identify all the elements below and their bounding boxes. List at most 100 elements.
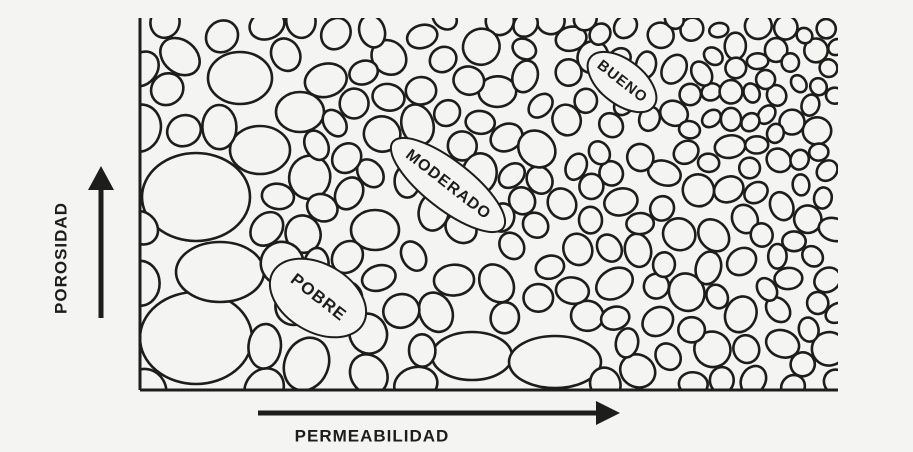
grain — [516, 129, 557, 169]
grain — [522, 282, 555, 314]
grain — [140, 50, 160, 88]
grain — [805, 290, 830, 316]
grain — [672, 139, 700, 166]
grain — [507, 185, 537, 216]
grain — [810, 330, 838, 367]
grain — [824, 86, 838, 106]
grain — [338, 87, 370, 120]
grain — [742, 82, 762, 104]
grain — [826, 37, 838, 57]
grain — [700, 108, 723, 129]
grain — [614, 327, 640, 359]
grain — [578, 172, 605, 201]
grain — [740, 111, 761, 133]
label-clearings — [268, 50, 658, 339]
grain — [489, 301, 521, 335]
grain — [778, 108, 806, 136]
grain — [658, 99, 690, 128]
grain — [371, 82, 406, 112]
grain — [749, 222, 774, 248]
grain — [755, 276, 779, 302]
grain — [797, 316, 820, 343]
grain — [737, 156, 762, 180]
grain — [572, 18, 598, 32]
grain — [773, 266, 804, 291]
grain — [743, 180, 769, 205]
grain — [573, 87, 599, 115]
grain — [140, 151, 252, 243]
grain — [554, 58, 583, 87]
grain — [206, 50, 274, 106]
grain — [330, 141, 363, 175]
grain — [274, 90, 326, 134]
grain — [677, 119, 702, 140]
grain — [723, 31, 748, 61]
grain — [815, 18, 838, 40]
grain — [564, 152, 589, 182]
grain — [140, 290, 254, 386]
grain — [807, 142, 830, 162]
grain — [551, 103, 583, 137]
grain — [764, 328, 801, 359]
y-axis-label: POROSIDAD — [51, 202, 70, 314]
grain — [765, 122, 786, 145]
grain — [149, 72, 185, 107]
grain — [174, 240, 266, 304]
grain — [663, 18, 686, 31]
grain — [461, 27, 501, 67]
grain — [204, 19, 240, 54]
grain — [705, 283, 730, 310]
grain — [587, 140, 612, 166]
grain — [497, 162, 526, 190]
grain — [464, 109, 497, 136]
grain — [554, 276, 591, 306]
grain — [654, 342, 683, 372]
grain — [678, 82, 703, 107]
grain — [319, 18, 352, 51]
grain — [763, 36, 789, 64]
grain — [321, 108, 348, 138]
grain — [512, 18, 540, 39]
grain — [392, 365, 439, 390]
grain — [661, 217, 697, 252]
grain — [718, 78, 744, 105]
grain — [766, 242, 788, 270]
grain — [507, 334, 603, 390]
grain — [228, 124, 292, 176]
grain — [599, 305, 631, 331]
grain — [521, 211, 550, 239]
grain — [812, 186, 834, 210]
grain — [159, 36, 201, 77]
grain — [824, 301, 838, 325]
grain — [554, 25, 588, 53]
grain — [595, 233, 624, 263]
grain — [432, 263, 476, 297]
grain — [165, 113, 203, 148]
grain — [360, 263, 397, 293]
grain — [357, 18, 387, 49]
grain — [707, 21, 730, 39]
grain — [417, 291, 455, 334]
grain — [745, 51, 770, 71]
grain — [822, 368, 838, 390]
grain — [813, 266, 838, 294]
grain — [801, 244, 825, 268]
up-arrow-icon — [88, 166, 114, 318]
grain — [477, 263, 516, 304]
grain — [333, 176, 365, 211]
grain — [754, 68, 777, 91]
grain — [739, 364, 768, 390]
grain — [696, 218, 731, 253]
grain — [791, 173, 811, 197]
grain — [676, 315, 707, 344]
grain — [511, 59, 540, 94]
grain — [431, 18, 459, 31]
grain — [525, 165, 554, 195]
grain — [765, 147, 793, 174]
grain — [724, 56, 748, 80]
x-axis-label: PERMEABILIDAD — [295, 426, 450, 445]
grain — [781, 230, 807, 253]
grain — [725, 246, 758, 277]
grain — [428, 45, 458, 74]
grain — [405, 23, 439, 50]
